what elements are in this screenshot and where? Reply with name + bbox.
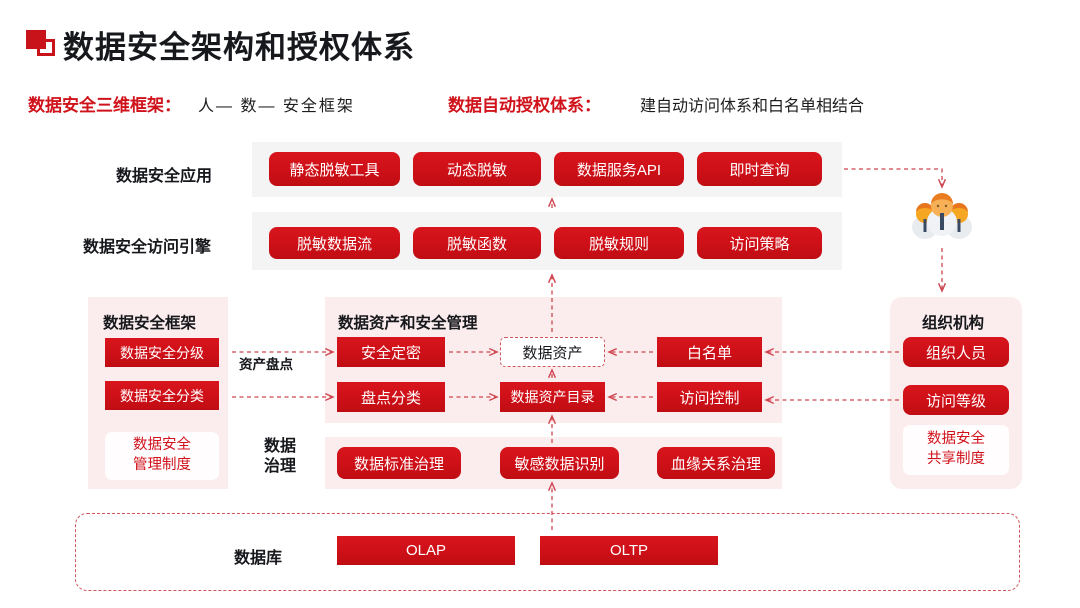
subtitle-value-framework: 人— 数— 安全框架 bbox=[198, 98, 355, 115]
page-title: 数据安全架构和授权体系 bbox=[63, 30, 415, 65]
caption-asset-inventory: 资产盘点 bbox=[239, 357, 293, 372]
chip-access-control[interactable]: 访问控制 bbox=[657, 382, 762, 412]
org-panel-title: 组织机构 bbox=[922, 315, 985, 332]
chip-dynamic-masking[interactable]: 动态脱敏 bbox=[413, 152, 541, 186]
chip-access-level[interactable]: 访问等级 bbox=[903, 385, 1009, 415]
subtitle-key-authorization: 数据自动授权体系： bbox=[448, 96, 601, 115]
governance-label-line-1: 数据 bbox=[263, 438, 296, 455]
chip-lineage-governance[interactable]: 血缘关系治理 bbox=[657, 447, 775, 479]
row-label-app: 数据安全应用 bbox=[116, 168, 213, 185]
policy-line-2: 管理制度 bbox=[133, 457, 191, 473]
chip-instant-query[interactable]: 即时查询 bbox=[697, 152, 822, 186]
subtitle-key-framework: 数据安全三维框架： bbox=[28, 96, 181, 115]
logo-square-outline bbox=[37, 39, 55, 56]
database-container bbox=[75, 513, 1020, 591]
chip-access-policy[interactable]: 访问策略 bbox=[697, 227, 822, 259]
chip-whitelist[interactable]: 白名单 bbox=[657, 337, 762, 367]
subtitle-value-authorization: 建自动访问体系和白名单相结合 bbox=[640, 98, 865, 115]
policy-line-1: 数据安全 bbox=[133, 437, 191, 454]
chip-oltp[interactable]: OLTP bbox=[540, 536, 718, 565]
chip-masking-function[interactable]: 脱敏函数 bbox=[413, 227, 541, 259]
chip-masking-rule[interactable]: 脱敏规则 bbox=[554, 227, 684, 259]
logo-square-filled bbox=[26, 30, 46, 49]
chip-data-standard-governance[interactable]: 数据标准治理 bbox=[337, 447, 461, 479]
row-label-database: 数据库 bbox=[234, 550, 283, 567]
chip-data-asset[interactable]: 数据资产 bbox=[500, 337, 605, 367]
row-label-engine: 数据安全访问引擎 bbox=[83, 239, 212, 256]
group-of-people-icon bbox=[912, 193, 972, 239]
chip-olap[interactable]: OLAP bbox=[337, 536, 515, 565]
chip-inventory-classification[interactable]: 盘点分类 bbox=[337, 382, 445, 412]
framework-panel-title: 数据安全框架 bbox=[103, 315, 197, 332]
chip-sensitive-data-identification[interactable]: 敏感数据识别 bbox=[500, 447, 619, 479]
subtitle-row: 数据安全三维框架： 人— 数— 安全框架 数据自动授权体系： 建自动访问体系和白… bbox=[28, 90, 1068, 116]
chip-data-asset-catalog[interactable]: 数据资产目录 bbox=[500, 382, 605, 412]
governance-label: 数据 治理 bbox=[250, 437, 310, 477]
sharing-policy-line-1: 数据安全 bbox=[927, 431, 985, 448]
governance-label-line-2: 治理 bbox=[263, 458, 296, 475]
chip-security-classification-marking[interactable]: 安全定密 bbox=[337, 337, 445, 367]
asset-panel-title: 数据资产和安全管理 bbox=[338, 315, 478, 332]
chip-masking-data-flow[interactable]: 脱敏数据流 bbox=[269, 227, 400, 259]
red-square-logo-icon bbox=[26, 30, 56, 58]
chip-static-masking-tool[interactable]: 静态脱敏工具 bbox=[269, 152, 400, 186]
chip-org-personnel[interactable]: 组织人员 bbox=[903, 337, 1009, 367]
chip-data-security-classification[interactable]: 数据安全分类 bbox=[105, 381, 219, 410]
chip-data-service-api[interactable]: 数据服务API bbox=[554, 152, 684, 186]
chip-data-security-management-policy[interactable]: 数据安全 管理制度 bbox=[105, 432, 219, 480]
sharing-policy-line-2: 共享制度 bbox=[927, 451, 985, 467]
chip-data-security-grading[interactable]: 数据安全分级 bbox=[105, 338, 219, 367]
chip-data-security-sharing-policy[interactable]: 数据安全 共享制度 bbox=[903, 425, 1009, 475]
arrow-app-to-people bbox=[844, 168, 942, 186]
